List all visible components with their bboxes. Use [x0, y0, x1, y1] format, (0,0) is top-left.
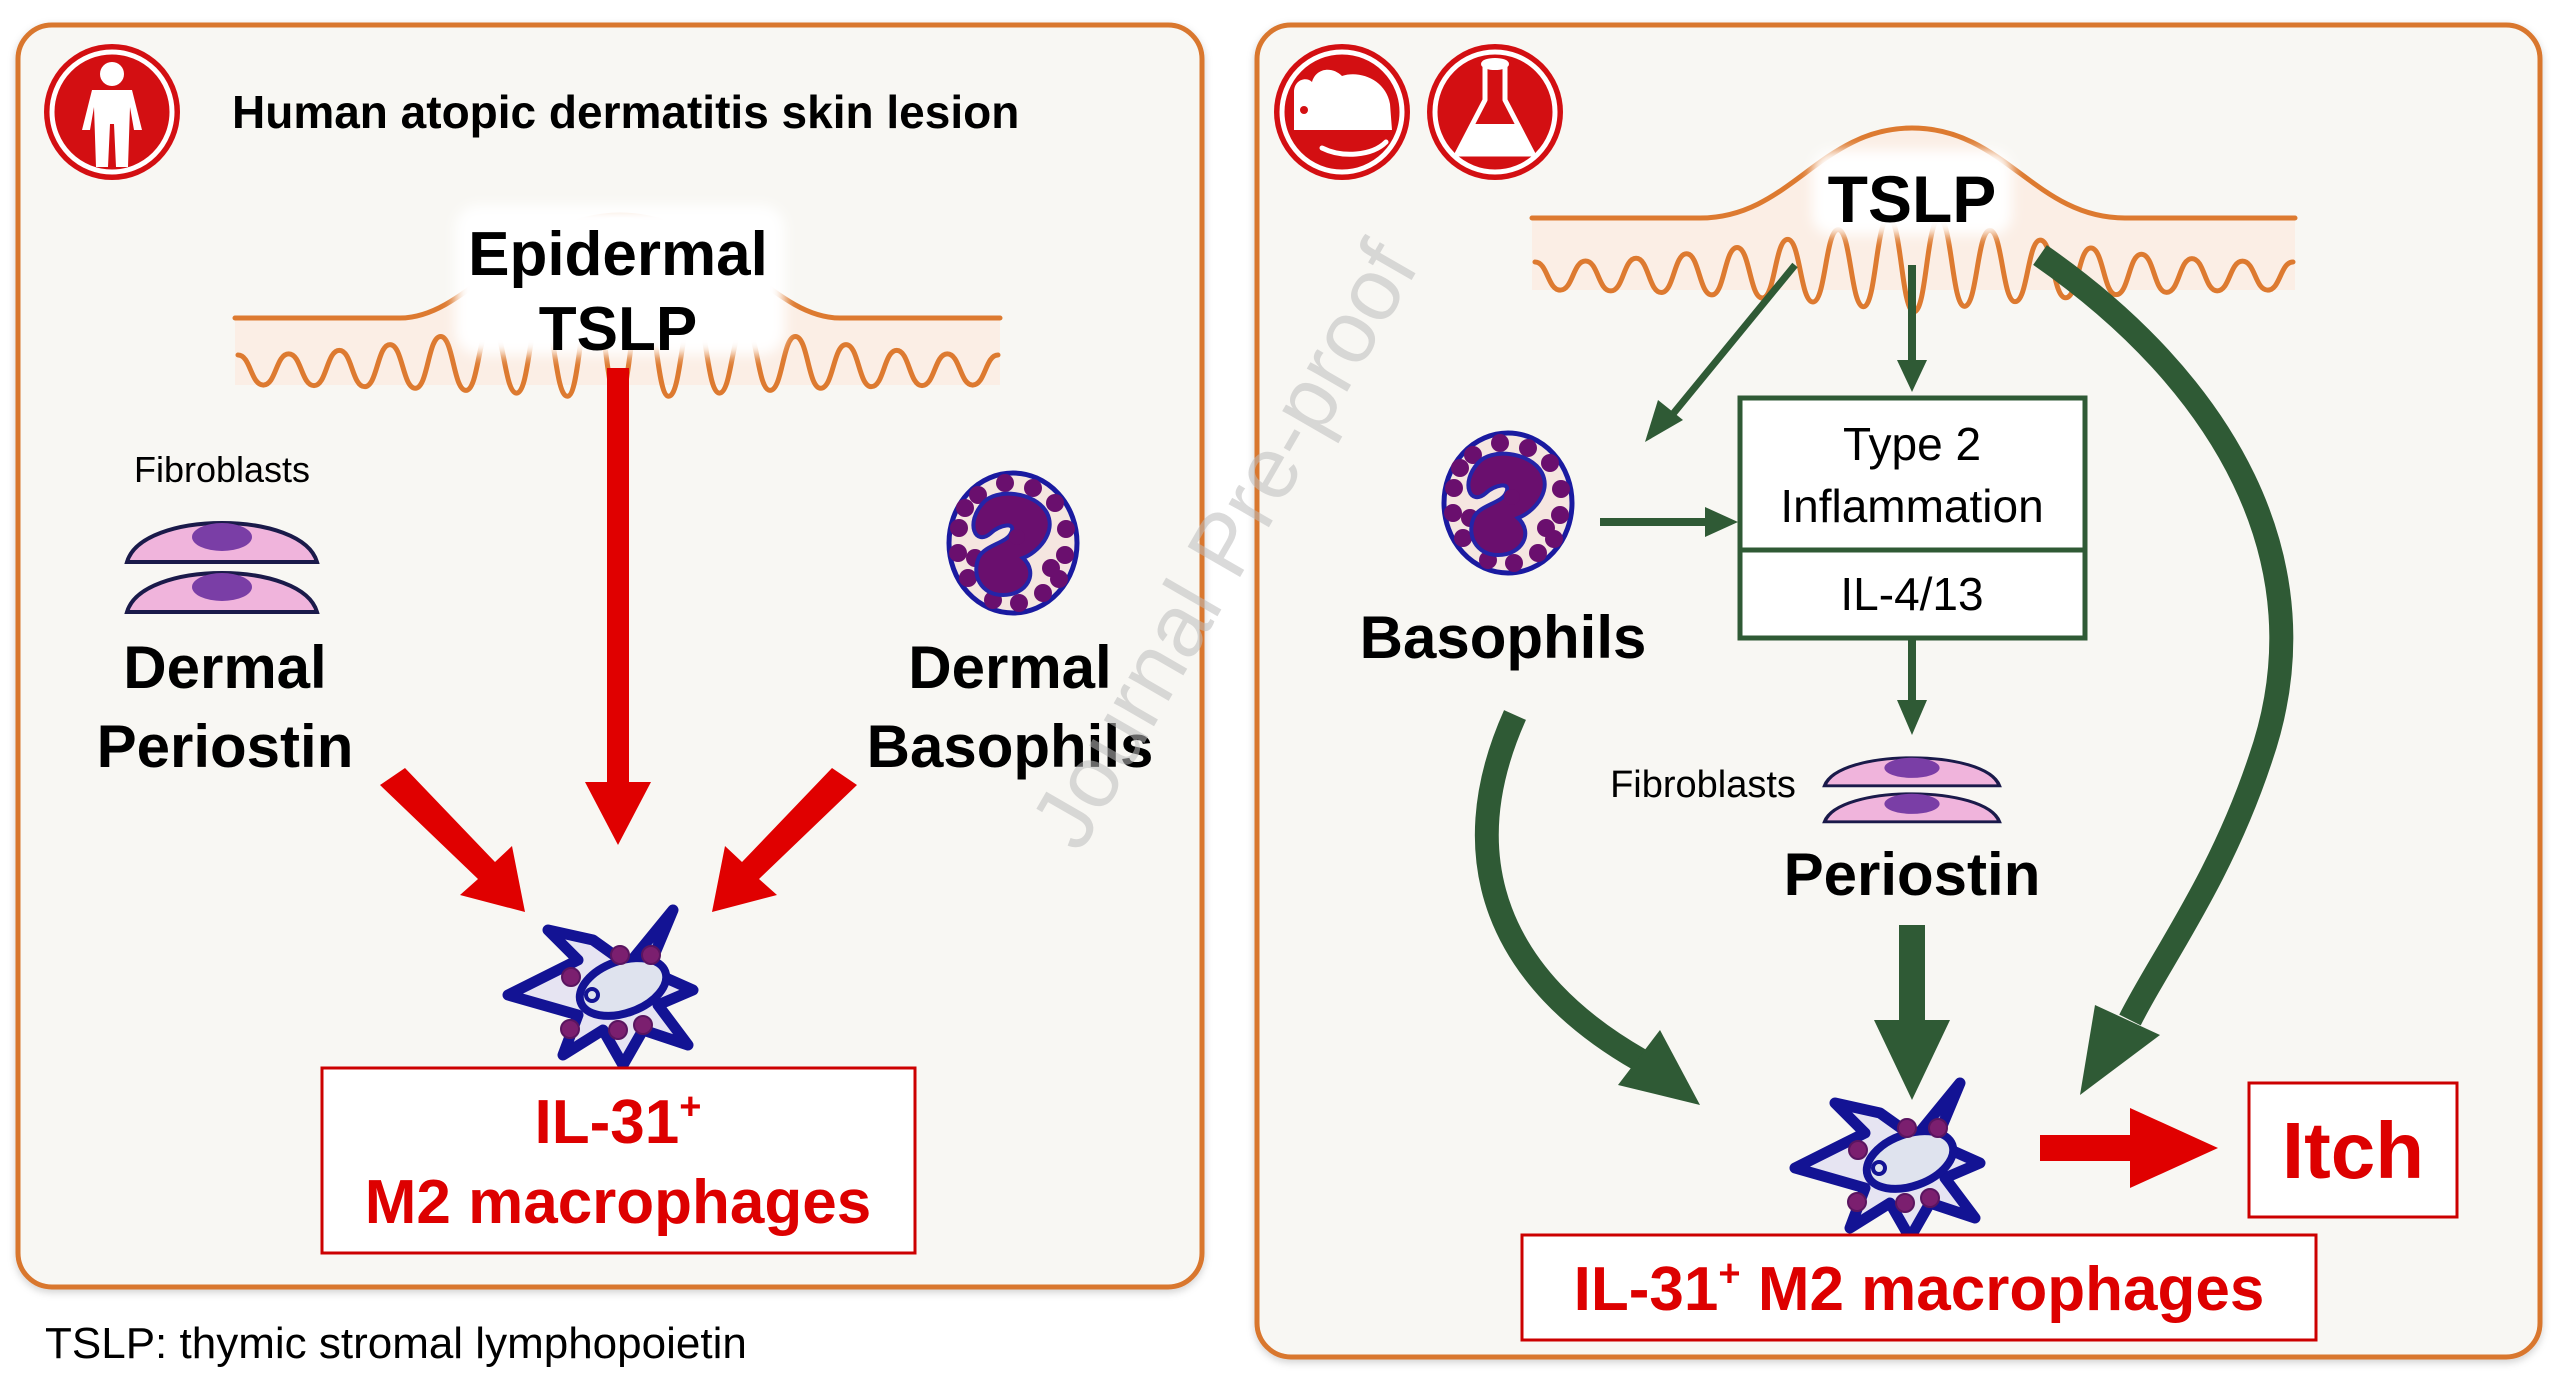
dermal-basophils-line1: Dermal	[908, 634, 1111, 701]
itch-box	[2247, 1081, 2459, 1219]
dermal-basophils-line2: Basophils	[867, 713, 1154, 780]
fibroblasts-label-left: Fibroblasts	[134, 449, 310, 490]
green-arrow-tslp-to-macrophage	[2033, 245, 2294, 1095]
mouse-icon	[1274, 44, 1410, 180]
green-arrow-tslp-to-basophils	[1645, 262, 1798, 442]
il31-m2-macrophages-label-right: IL-31+ M2 macrophages	[1574, 1253, 2265, 1324]
basophils-label-right: Basophils	[1360, 604, 1647, 671]
flask-icon	[1427, 44, 1563, 180]
epidermal-label: Epidermal	[468, 220, 768, 289]
green-arrow-periostin-to-macrophage	[1874, 925, 1950, 1100]
fibroblasts-label-right: Fibroblasts	[1610, 764, 1796, 806]
dermal-periostin-line1: Dermal	[123, 634, 326, 701]
tslp-label-right: TSLP	[1828, 162, 1997, 236]
itch-label: Itch	[2282, 1106, 2424, 1195]
right-panel: Journal Pre-proof TSLP	[1011, 22, 2543, 1360]
human-icon	[44, 44, 180, 180]
red-arrow-tslp-down	[585, 368, 651, 845]
periostin-label-right: Periostin	[1784, 841, 2041, 908]
il31-label-left: IL-31+	[535, 1086, 702, 1157]
footnote-abbreviation: TSLP: thymic stromal lymphopoietin	[45, 1319, 747, 1368]
dermal-periostin-line2: Periostin	[97, 713, 354, 780]
red-arrow-basophils	[712, 768, 857, 912]
m2-macrophages-label-left: M2 macrophages	[365, 1168, 872, 1237]
il4-13-label: IL-4/13	[1840, 568, 1983, 620]
tslp-label-left: TSLP	[539, 295, 697, 364]
il31-macrophage-box-left	[320, 1066, 917, 1255]
type2-label: Type 2	[1843, 418, 1981, 470]
il31-macrophage-box-right	[1520, 1233, 2318, 1342]
red-arrow-to-itch	[2040, 1108, 2218, 1188]
basophil-cell-icon	[949, 473, 1077, 613]
green-arrow-basophils-to-inflammation	[1600, 507, 1738, 537]
type2-inflammation-box: Type 2 Inflammation IL-4/13	[1737, 395, 2088, 641]
green-arrow-inflammation-to-fibroblasts	[1897, 640, 1927, 735]
left-panel: Human atopic dermatitis skin lesion Epid…	[15, 22, 1205, 1290]
left-panel-title: Human atopic dermatitis skin lesion	[232, 86, 1019, 138]
green-arrow-tslp-to-inflammation	[1897, 265, 1927, 392]
red-arrow-periostin	[380, 768, 525, 912]
basophil-cell-icon-right	[1444, 433, 1572, 573]
inflammation-label: Inflammation	[1780, 480, 2043, 532]
green-arrow-basophils-to-macrophage	[1474, 710, 1700, 1105]
